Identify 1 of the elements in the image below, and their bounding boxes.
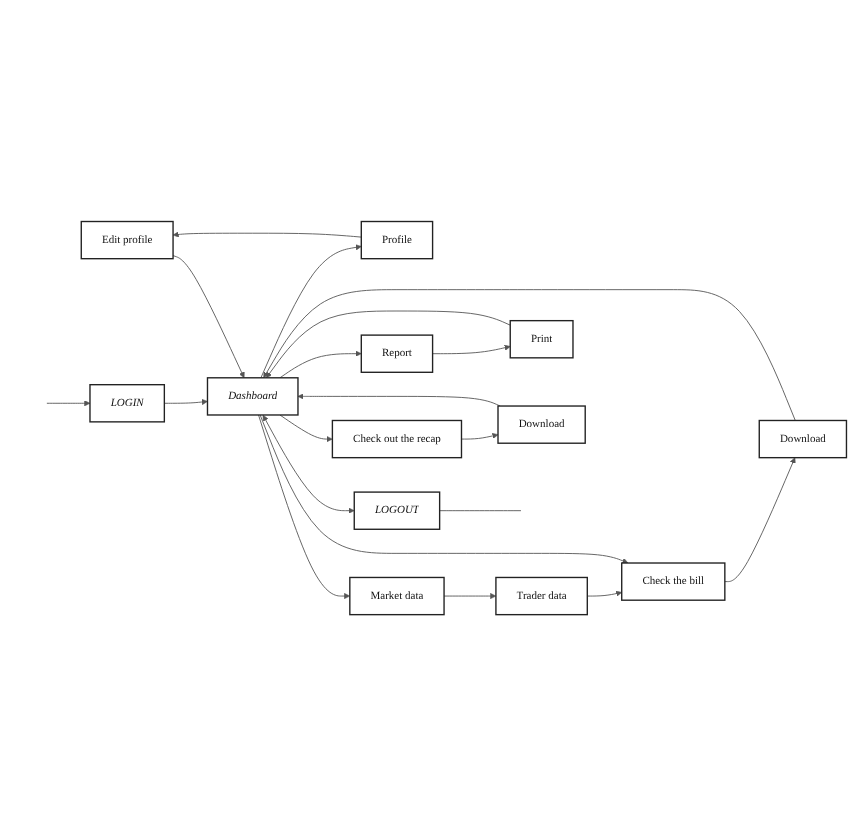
connector — [439, 511, 522, 513]
